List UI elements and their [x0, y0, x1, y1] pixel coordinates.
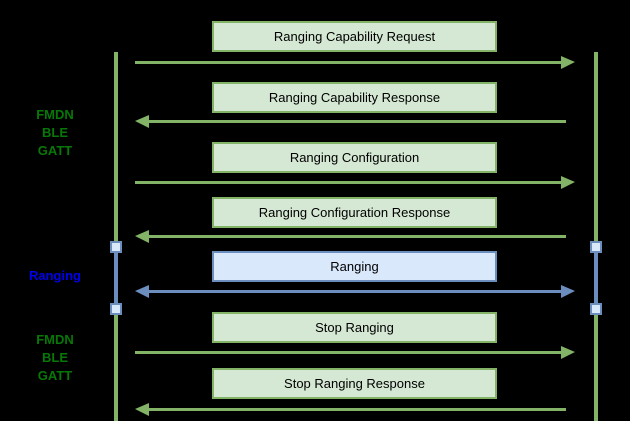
message-label: Stop Ranging: [315, 320, 394, 335]
message-label: Ranging Configuration: [289, 150, 420, 165]
arrowhead-left-icon: [135, 285, 149, 298]
message-box-ranging-capability-response: Ranging Capability Response: [212, 82, 497, 113]
arrow-shaft: [135, 351, 562, 354]
lifeline-right-bottom-segment: [594, 313, 598, 421]
arrowhead-right-icon: [561, 346, 575, 359]
arrow-left-ranging-capability-response: [135, 115, 575, 128]
arrow-right-stop-ranging: [135, 346, 575, 359]
side-label-fmdn-ble-gatt-bottom: FMDN BLE GATT: [36, 332, 74, 383]
arrow-shaft: [149, 408, 566, 411]
lifeline-left-top-segment: [114, 52, 118, 243]
lifeline-left-ranging-segment: [114, 247, 118, 309]
arrowhead-right-icon: [561, 176, 575, 189]
arrowhead-right-icon: [561, 56, 575, 69]
lifeline-anchor-square: [590, 303, 602, 315]
arrow-right-ranging-capability-request: [135, 56, 575, 69]
message-label: Stop Ranging Response: [284, 376, 425, 391]
arrow-bidirectional-ranging: [135, 285, 575, 298]
lifeline-anchor-square: [110, 241, 122, 253]
message-box-ranging-capability-request: Ranging Capability Request: [212, 21, 497, 52]
arrow-shaft: [135, 181, 562, 184]
message-label: Ranging Capability Request: [273, 29, 436, 44]
arrowhead-left-icon: [135, 403, 149, 416]
lifeline-right-top-segment: [594, 52, 598, 243]
arrow-left-stop-ranging-response: [135, 403, 575, 416]
message-box-stop-ranging: Stop Ranging: [212, 312, 497, 343]
arrow-left-ranging-configuration-response: [135, 230, 575, 243]
side-label-fmdn-ble-gatt-top: FMDN BLE GATT: [36, 107, 74, 158]
arrow-shaft: [149, 235, 566, 238]
message-label: Ranging Capability Response: [268, 90, 441, 105]
message-box-stop-ranging-response: Stop Ranging Response: [212, 368, 497, 399]
message-label: Ranging: [330, 259, 379, 274]
arrowhead-left-icon: [135, 230, 149, 243]
arrow-shaft: [149, 290, 562, 293]
message-box-ranging-configuration-response: Ranging Configuration Response: [212, 197, 497, 228]
message-box-ranging-configuration: Ranging Configuration: [212, 142, 497, 173]
lifeline-left-bottom-segment: [114, 313, 118, 421]
arrow-shaft: [135, 61, 562, 64]
message-label: Ranging Configuration Response: [258, 205, 451, 220]
lifeline-anchor-square: [590, 241, 602, 253]
side-label-ranging: Ranging: [29, 268, 81, 283]
lifeline-right-ranging-segment: [594, 247, 598, 309]
message-box-ranging: Ranging: [212, 251, 497, 282]
arrow-right-ranging-configuration: [135, 176, 575, 189]
arrowhead-right-icon: [561, 285, 575, 298]
lifeline-anchor-square: [110, 303, 122, 315]
arrow-shaft: [149, 120, 566, 123]
arrowhead-left-icon: [135, 115, 149, 128]
